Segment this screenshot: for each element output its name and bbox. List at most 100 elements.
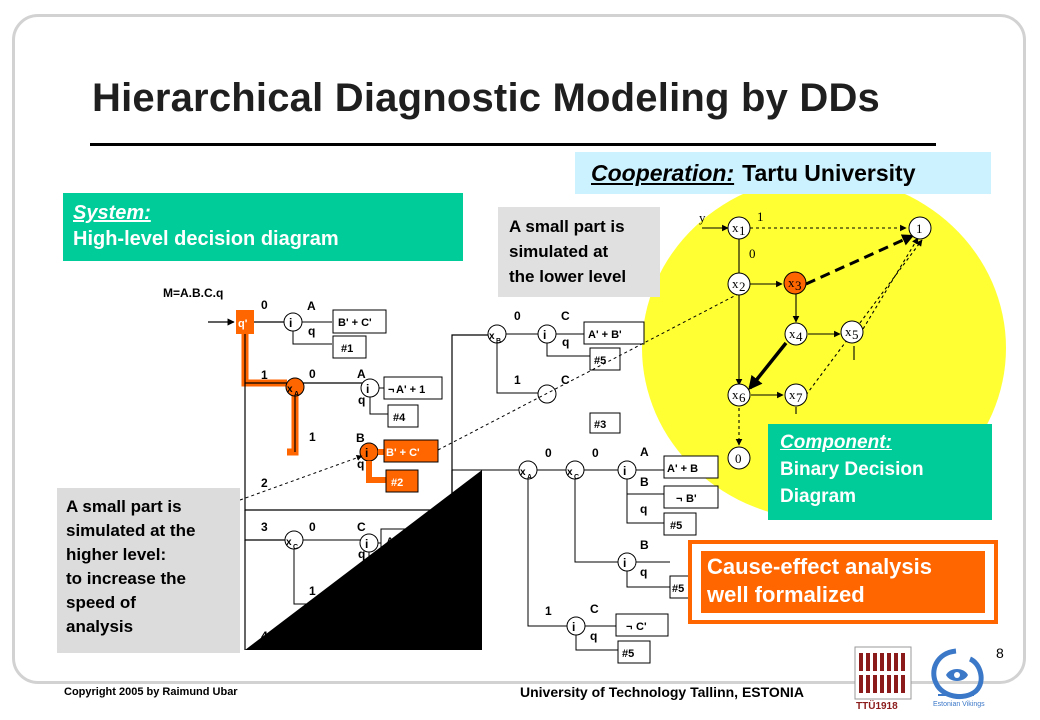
hl-terminal-b-c bbox=[332, 309, 387, 334]
hl-root-label: q' bbox=[238, 318, 248, 330]
component-label: Component: bbox=[780, 432, 892, 453]
bdd-node-x2 bbox=[727, 272, 751, 296]
component-value-line: Binary Decision bbox=[780, 459, 924, 480]
hl-terminal-5-lower bbox=[663, 512, 697, 536]
hl-node-i-xB0 bbox=[537, 324, 557, 344]
bdd-node-x5 bbox=[840, 320, 864, 344]
label-A-1: A bbox=[307, 299, 316, 313]
bdd-x3-label: x bbox=[788, 275, 795, 290]
hl-terminal-nB bbox=[663, 485, 719, 509]
bdd-x2-sub: 2 bbox=[739, 279, 746, 294]
text-5-lower: #5 bbox=[670, 520, 682, 532]
label-i-5: i bbox=[365, 601, 368, 615]
lower-note-line: simulated at bbox=[509, 242, 609, 261]
edge-0-xC: 0 bbox=[309, 520, 316, 534]
label-xA: x bbox=[287, 384, 293, 395]
hl-terminal-nC bbox=[615, 613, 669, 637]
label-xC-lower: x bbox=[567, 467, 573, 478]
not-B: ¬ bbox=[676, 493, 682, 505]
bdd-edge-1: 1 bbox=[757, 209, 764, 224]
hl-terminal-2 bbox=[385, 469, 419, 493]
text-ab-upper: A' + B' bbox=[588, 329, 622, 341]
slide-frame bbox=[12, 14, 1026, 684]
label-A-lower1: A bbox=[640, 445, 649, 459]
label-q-2: q bbox=[358, 393, 365, 407]
label-xC-sub: C bbox=[293, 544, 298, 551]
bdd-node-x6 bbox=[727, 383, 751, 407]
hl-node-i-lower3 bbox=[566, 616, 586, 636]
hl-root-node bbox=[236, 310, 254, 334]
edge-1-xC: 1 bbox=[309, 584, 316, 598]
bdd-terminal-1 bbox=[908, 216, 932, 240]
cooperation-value: Tartu University bbox=[742, 160, 916, 186]
bdd-edge-0: 0 bbox=[749, 246, 756, 261]
bdd-x6-sub: 6 bbox=[739, 390, 746, 405]
bdd-x7-sub: 7 bbox=[796, 390, 803, 405]
label-q-lower1: q bbox=[640, 502, 647, 516]
label-i-2: i bbox=[366, 382, 369, 396]
bdd-diagram bbox=[702, 224, 923, 446]
system-label: System: bbox=[73, 202, 151, 224]
hl-node-i-row1 bbox=[283, 312, 303, 332]
label-B-lower2: B bbox=[640, 538, 649, 552]
edge-0-xB: 0 bbox=[514, 309, 521, 323]
label-A-5: A bbox=[357, 585, 366, 599]
bdd-y: y bbox=[699, 210, 706, 225]
text-b-c: B' + C' bbox=[338, 317, 372, 329]
text-5-bottom: #5 bbox=[390, 631, 402, 643]
edge-0-xA: 0 bbox=[309, 367, 316, 381]
label-xA-lower: x bbox=[520, 467, 526, 478]
text-5-upper: #5 bbox=[594, 355, 606, 367]
text-5-partial: #5 bbox=[672, 583, 684, 595]
text-b-nc: B' + bbox=[385, 598, 405, 610]
label-xB: x bbox=[489, 331, 495, 342]
text-bc-highlight: B' + C' bbox=[386, 447, 420, 459]
text-3: #3 bbox=[594, 419, 606, 431]
label-q-1: q bbox=[308, 324, 315, 338]
hl-node-i-lower2 bbox=[617, 552, 637, 572]
cause-effect-inner: Cause-effect analysis well formalized bbox=[701, 551, 985, 613]
hl-terminal-5-upper bbox=[589, 347, 621, 371]
bdd-nodes bbox=[727, 216, 932, 470]
label-i-xB0: i bbox=[543, 328, 546, 342]
text-5-last: #5 bbox=[622, 648, 634, 660]
hl-terminal-3 bbox=[589, 412, 621, 434]
bdd-x1-sub: 1 bbox=[739, 223, 746, 238]
bdd-x4-sub: 4 bbox=[796, 329, 803, 344]
label-C-xB0: C bbox=[561, 309, 570, 323]
cause-effect-box: Cause-effect analysis well formalized bbox=[688, 540, 998, 624]
bdd-terminal-1-label: 1 bbox=[916, 221, 923, 236]
not-C-1: ¬ bbox=[422, 598, 428, 610]
label-q-lower2: q bbox=[640, 565, 647, 579]
text-nC: C' bbox=[636, 621, 647, 633]
branch-0: 0 bbox=[261, 298, 268, 312]
hl-node-i-lower1 bbox=[617, 460, 637, 480]
estonian-vikings-logo bbox=[931, 648, 984, 700]
hl-node-group bbox=[239, 291, 743, 664]
bdd-terminal-0-label: 0 bbox=[735, 451, 742, 466]
cause-effect-line: Cause-effect analysis bbox=[707, 554, 932, 579]
not-C-2: ¬ bbox=[626, 621, 632, 633]
edge-0-xA-lower: 0 bbox=[545, 446, 552, 460]
hl-terminal-nA1 bbox=[383, 376, 443, 400]
bdd-labels: y 1 0 x 1 x 2 x 3 x 4 x 5 x 6 x 7 1 0 bbox=[699, 209, 923, 466]
hl-node-i-xB1 bbox=[537, 384, 557, 404]
label-B-3: B bbox=[356, 431, 365, 445]
label-q-3: q bbox=[357, 457, 364, 471]
bdd-x7-label: x bbox=[789, 387, 796, 402]
edge-1-xB: 1 bbox=[514, 373, 521, 387]
bdd-x5-label: x bbox=[845, 324, 852, 339]
label-q-xB0: q bbox=[562, 335, 569, 349]
text-ab-left: A' + B' bbox=[386, 536, 420, 548]
label-xC: x bbox=[286, 537, 292, 548]
higher-note-line: analysis bbox=[66, 617, 134, 636]
lower-level-note: A small part is simulated at the lower l… bbox=[498, 207, 660, 297]
label-C-lower3: C bbox=[590, 602, 599, 616]
hl-terminal-1 bbox=[332, 335, 367, 359]
label-i-lower2: i bbox=[623, 556, 626, 570]
text-ab-cut: A' + B bbox=[667, 463, 698, 475]
title-rule bbox=[90, 143, 936, 146]
label-B-lower1: B bbox=[640, 475, 649, 489]
text-1: #1 bbox=[341, 343, 353, 355]
bdd-node-x3 bbox=[783, 271, 807, 295]
